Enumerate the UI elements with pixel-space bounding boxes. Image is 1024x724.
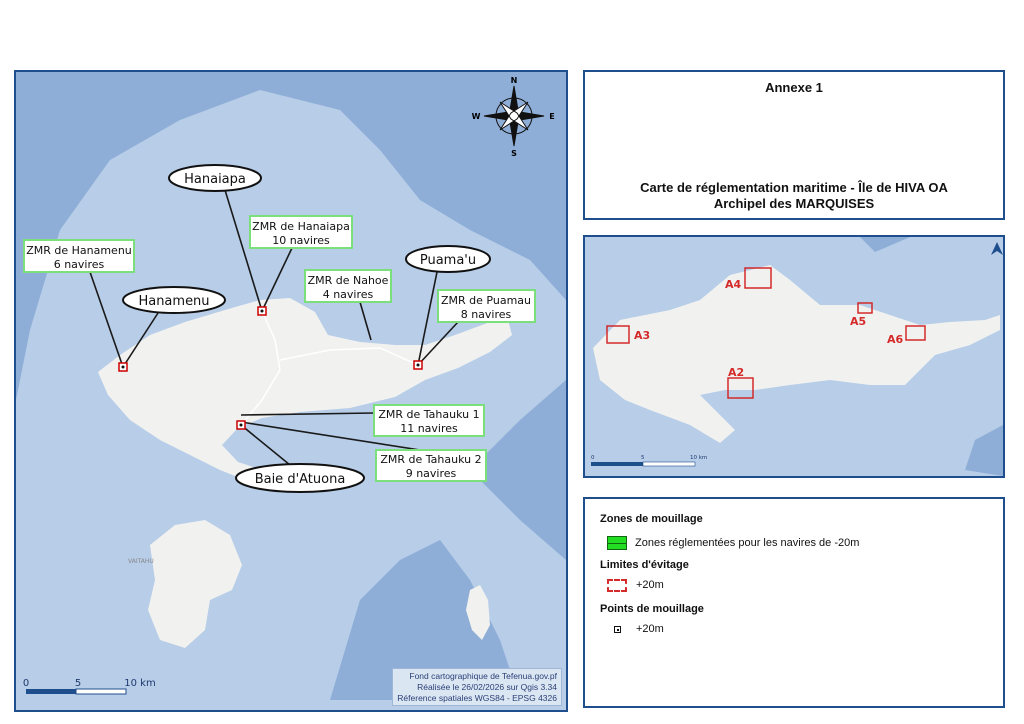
- svg-text:5: 5: [75, 678, 81, 689]
- svg-text:10 km: 10 km: [124, 678, 155, 689]
- deep-sea-south: [330, 540, 520, 700]
- credit-line: Réference spatiales WGS84 - EPSG 4326: [397, 693, 557, 703]
- island-label: VAITAHU: [128, 558, 154, 565]
- zone-swatch: [607, 536, 627, 550]
- roads: [240, 310, 419, 426]
- zone-name: ZMR de Hanaiapa: [252, 220, 350, 233]
- place-hanaiapa: [168, 164, 262, 192]
- zone-count: 4 navires: [323, 288, 374, 301]
- legend-title-points: Points de mouillage: [600, 603, 704, 615]
- place-label: Hanaiapa: [184, 172, 246, 187]
- zone-count: 11 navires: [400, 422, 458, 435]
- place-hanamenu: [122, 286, 226, 314]
- zone-name: ZMR de Puamau: [441, 294, 531, 307]
- zone-count: 8 navires: [461, 308, 512, 321]
- legend: Zones de mouillage Zones réglementées po…: [583, 497, 1005, 708]
- area-label: A3: [634, 329, 650, 342]
- north-arrow-icon: [991, 242, 1003, 255]
- title-box: Annexe 1 Carte de réglementation maritim…: [583, 70, 1005, 220]
- place-labels: [122, 164, 491, 493]
- anchor-point-icon: [614, 626, 621, 633]
- inset-scale-bar: 0 5 10 km: [591, 455, 707, 467]
- svg-text:5: 5: [641, 455, 645, 461]
- zone-name: ZMR de Tahauku 1: [378, 408, 479, 421]
- svg-text:0: 0: [591, 455, 595, 461]
- credit-line: Réalisée le 26/02/2026 sur Qgis 3.34: [417, 682, 557, 692]
- legend-item-limits: +20m: [636, 579, 664, 591]
- tahuata-island: [148, 520, 242, 648]
- annex-label: Annexe 1: [765, 80, 823, 95]
- svg-text:E: E: [549, 112, 554, 121]
- svg-text:N: N: [511, 76, 518, 85]
- inset-map[interactable]: A2 A3 A4 A5 A6 0 5 10 km: [583, 235, 1005, 478]
- credit-line: Fond cartographique de Tefenua.gov.pf: [409, 671, 557, 681]
- scale-bar: 0 5 10 km: [23, 678, 156, 695]
- leader-lines: [89, 189, 459, 466]
- limit-swatch: [607, 579, 627, 592]
- zone-count: 6 navires: [54, 258, 105, 271]
- svg-text:S: S: [511, 149, 517, 158]
- compass-rose-icon: N S E W: [472, 76, 555, 158]
- map-credits: Fond cartographique de Tefenua.gov.pf Ré…: [392, 668, 562, 706]
- place-atuona: [235, 463, 365, 493]
- area-label: A6: [887, 333, 904, 346]
- inset-island: [593, 265, 1000, 443]
- zone-count: 9 navires: [406, 467, 457, 480]
- area-label: A4: [725, 278, 742, 291]
- page-subtitle: Archipel des MARQUISES: [713, 196, 875, 211]
- svg-text:W: W: [472, 112, 481, 121]
- place-label: Puama'u: [420, 253, 476, 268]
- place-label: Hanamenu: [138, 294, 209, 309]
- legend-title-limits: Limites d'évitage: [600, 559, 689, 571]
- mohotani-island: [466, 585, 490, 640]
- area-label: A2: [728, 366, 744, 379]
- main-map[interactable]: VAITAHU Hanaiapa Hanamenu Puama'u Baie d…: [14, 70, 568, 712]
- anchor-points: [118, 306, 423, 430]
- legend-title-zones: Zones de mouillage: [600, 513, 703, 525]
- inset-area-boxes: [606, 267, 926, 399]
- legend-item-zones: Zones réglementées pour les navires de -…: [635, 537, 860, 549]
- place-puamau: [405, 245, 491, 273]
- svg-text:0: 0: [23, 678, 29, 689]
- hiva-oa-island: [98, 298, 512, 482]
- svg-text:10 km: 10 km: [690, 455, 707, 461]
- zone-count: 10 navires: [272, 234, 330, 247]
- place-label: Baie d'Atuona: [255, 472, 346, 487]
- legend-item-points: +20m: [636, 623, 664, 635]
- area-label: A5: [850, 315, 866, 328]
- page-title: Carte de réglementation maritime - Île d…: [640, 180, 948, 195]
- zone-name: ZMR de Tahauku 2: [380, 453, 481, 466]
- zone-name: ZMR de Nahoe: [308, 274, 389, 287]
- zone-name: ZMR de Hanamenu: [26, 244, 132, 257]
- deep-sea-area: [16, 72, 566, 560]
